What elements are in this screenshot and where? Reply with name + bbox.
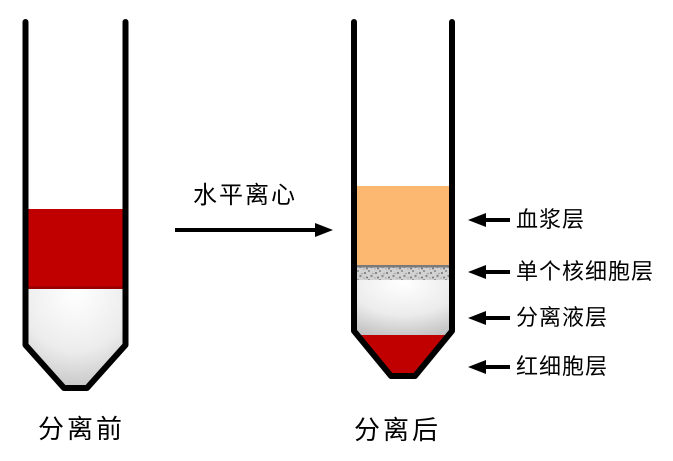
plasma-pointer-arrow bbox=[468, 213, 510, 227]
before-separation-caption: 分离前 bbox=[38, 415, 126, 444]
mononuclear-pointer-arrow bbox=[468, 265, 510, 279]
tube-before-outline bbox=[22, 19, 129, 391]
blood-layer-bottom-edge bbox=[28, 286, 123, 289]
tube-after bbox=[351, 19, 455, 379]
centrifuge-arrow-head bbox=[315, 223, 333, 237]
separation-medium-before bbox=[28, 289, 123, 385]
rbc-layer-label: 红细胞层 bbox=[516, 354, 609, 379]
mononuclear-cell-layer bbox=[357, 267, 449, 280]
separation-medium-layer bbox=[357, 280, 449, 336]
rbc-pointer-arrow bbox=[468, 360, 510, 374]
plasma-layer-label: 血浆层 bbox=[516, 207, 586, 232]
centrifuge-arrow bbox=[175, 223, 333, 237]
after-separation-caption: 分离后 bbox=[354, 416, 442, 445]
process-label: 水平离心 bbox=[193, 183, 297, 209]
layer-pointer-arrows bbox=[468, 213, 510, 374]
mononuclear-layer-top-edge bbox=[357, 265, 449, 268]
tube-before bbox=[22, 19, 129, 391]
whole-blood-layer bbox=[28, 209, 123, 287]
separation-medium-layer-label: 分离液层 bbox=[516, 305, 609, 330]
separation-medium-pointer-arrow bbox=[468, 311, 510, 325]
plasma-layer bbox=[357, 186, 449, 265]
tube-after-outline bbox=[351, 19, 455, 379]
mononuclear-layer-label: 单个核细胞层 bbox=[516, 259, 655, 284]
